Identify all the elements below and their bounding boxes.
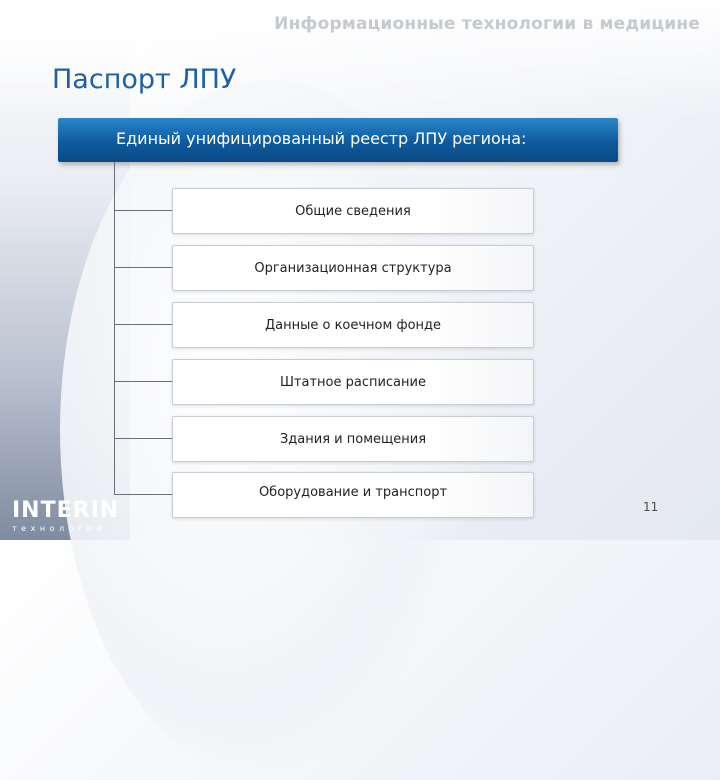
connector-trunk [114,162,115,494]
item-label: Здания и помещения [279,431,427,447]
item-bed-fund: Данные о коечном фонде [172,302,534,348]
item-label: Штатное расписание [280,374,426,390]
connector-branch [114,494,172,495]
item-org-structure: Организационная структура [172,245,534,291]
logo-tagline: технологии [12,524,107,533]
connector-branch [114,381,172,382]
item-buildings: Здания и помещения [172,416,534,462]
connector-branch [114,210,172,211]
item-label: Оборудование и транспорт [258,485,448,500]
registry-bar: Единый унифицированный реестр ЛПУ регион… [58,118,618,162]
item-equipment: Оборудование и транспорт [172,472,534,518]
page-number: 11 [643,500,659,514]
connector-branch [114,324,172,325]
item-label: Общие сведения [295,203,411,219]
item-label: Данные о коечном фонде [264,317,442,333]
logo-name: INTERIN [12,498,120,523]
interin-logo: INTERIN технологии [12,498,120,534]
connector-branch [114,438,172,439]
item-general-info: Общие сведения [172,188,534,234]
item-label: Организационная структура [254,260,452,276]
registry-label: Единый унифицированный реестр ЛПУ регион… [116,129,527,148]
page-title: Паспорт ЛПУ [52,64,237,95]
item-staffing: Штатное расписание [172,359,534,405]
header-title: Информационные технологии в медицине [274,14,700,34]
connector-branch [114,267,172,268]
